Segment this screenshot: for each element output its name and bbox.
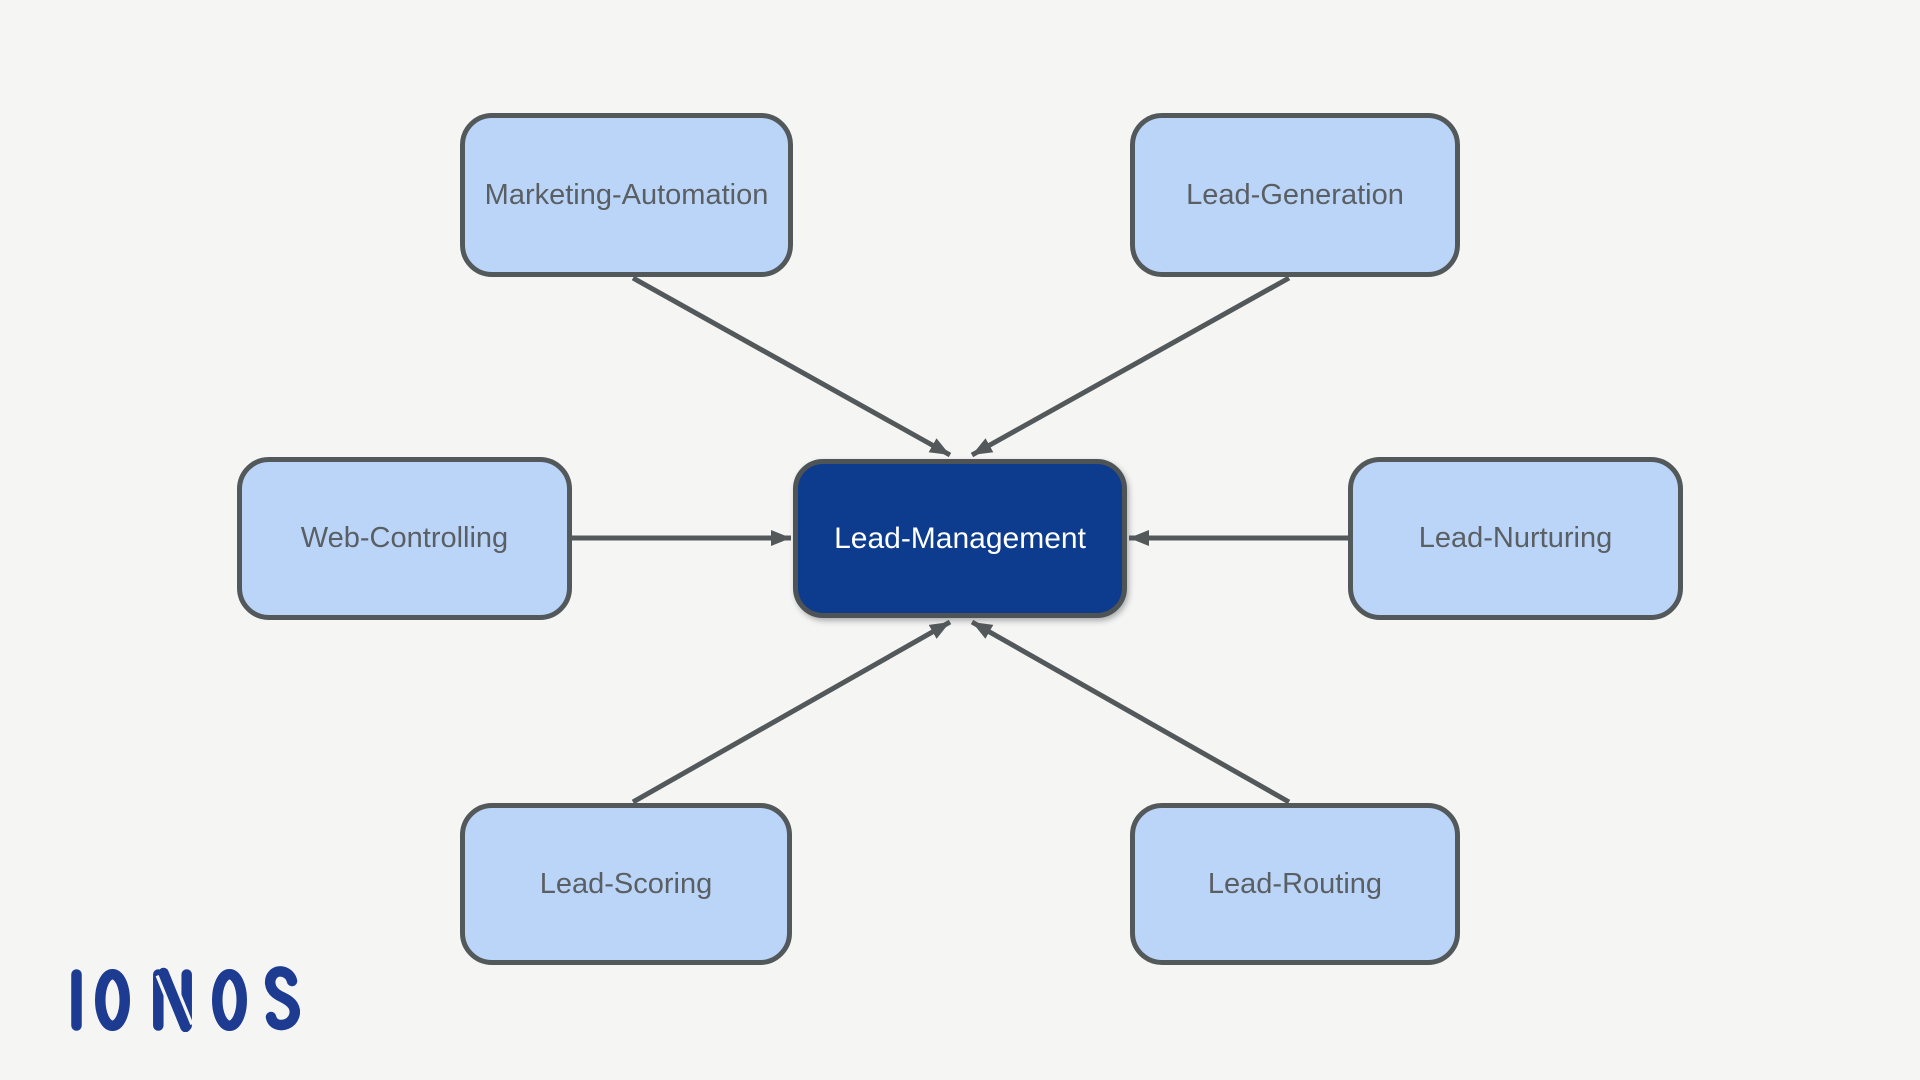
node-lead-management: Lead-Management: [793, 459, 1127, 618]
logo-letter-n: [153, 967, 194, 1032]
logo-letter-s: [264, 966, 300, 1031]
node-label: Lead-Nurturing: [1418, 522, 1613, 554]
node-lead-nurturing: Lead-Nurturing: [1348, 457, 1683, 620]
node-marketing-automation: Marketing-Automation: [460, 113, 793, 277]
arrow-lead-scoring-to-center: [631, 619, 952, 805]
arrow-lead-generation-to-center: [970, 275, 1291, 458]
logo-letter-o1: [95, 969, 130, 1031]
node-lead-scoring: Lead-Scoring: [460, 803, 792, 965]
node-lead-generation: Lead-Generation: [1130, 113, 1460, 277]
node-label: Lead-Scoring: [539, 867, 713, 900]
node-label: Lead-Management: [834, 521, 1086, 555]
node-label: Web-Controlling: [300, 522, 509, 554]
node-label: Lead-Generation: [1186, 178, 1404, 211]
node-label: Marketing-Automation: [484, 178, 769, 211]
node-web-controlling: Web-Controlling: [237, 457, 572, 620]
ionos-logo: [71, 966, 300, 1032]
logo-letter-o2: [212, 969, 247, 1031]
arrow-lead-routing-to-center: [970, 619, 1291, 805]
node-lead-routing: Lead-Routing: [1130, 803, 1460, 965]
node-label: Lead-Routing: [1207, 867, 1383, 900]
arrow-marketing-automation-to-center: [631, 275, 952, 458]
